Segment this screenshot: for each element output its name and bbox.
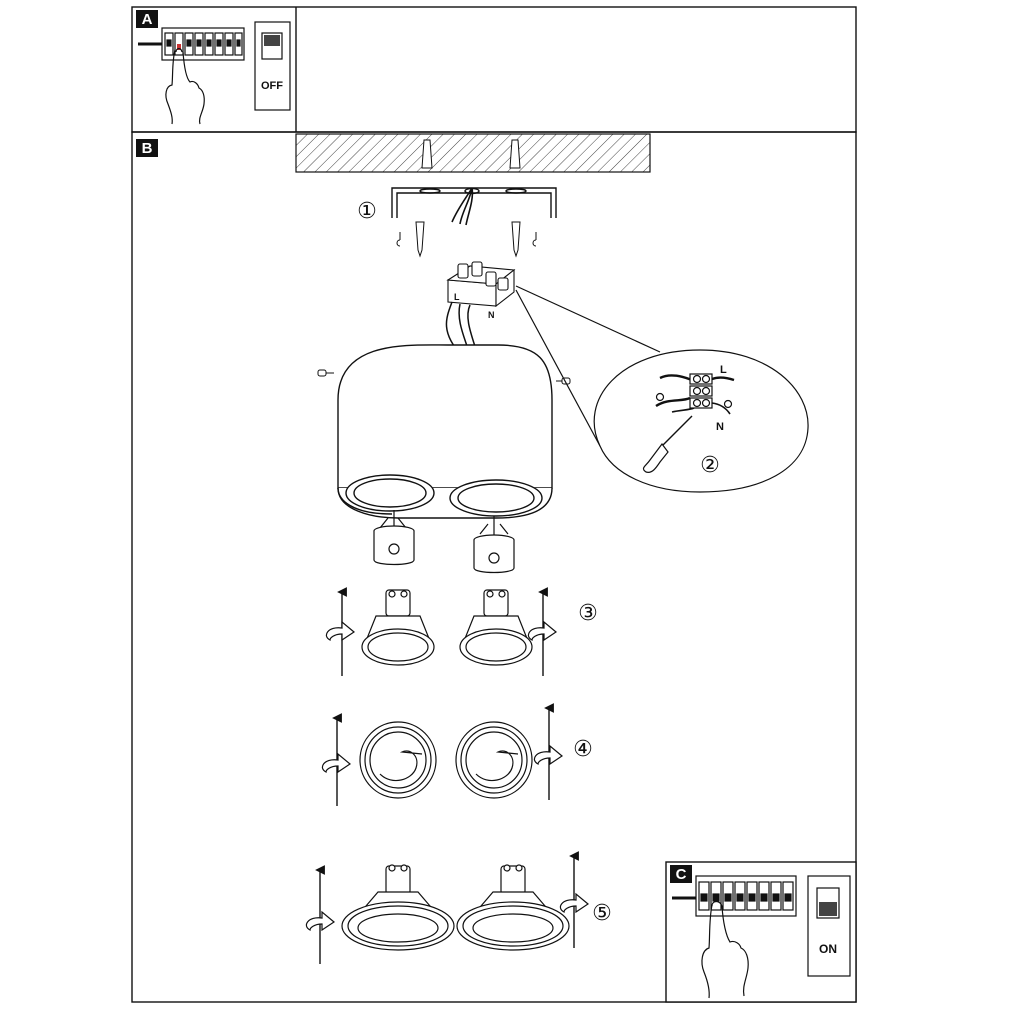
step-5-label: ⑤ [592, 901, 612, 926]
hand-icon [701, 900, 749, 999]
svg-text:L: L [454, 292, 460, 302]
luminaire-body [337, 344, 553, 519]
switch-off-icon: OFF [254, 21, 291, 111]
screw-icon [396, 221, 537, 258]
rotate-arrow-icon [321, 744, 564, 774]
rotate-arrow-icon [325, 620, 558, 642]
switch-on-icon: ON [807, 875, 851, 977]
svg-text:OFF: OFF [261, 80, 283, 92]
frame-section-b [131, 131, 857, 1003]
detail-neutral-label: N [716, 421, 724, 433]
section-a-badge: A [136, 10, 158, 28]
section-b-badge: B [136, 139, 158, 157]
step-2-label: ② [700, 453, 720, 478]
lamp-socket [373, 510, 515, 574]
wall-anchor-icon [421, 139, 521, 169]
svg-text:N: N [488, 310, 495, 320]
terminal-block: L N [446, 261, 516, 320]
hand-icon [165, 48, 205, 125]
supply-cable [451, 187, 474, 226]
step-4-label: ④ [573, 737, 593, 762]
detail-live-label: L [720, 364, 727, 376]
section-c-badge: C [670, 865, 692, 883]
breaker-panel-icon [672, 875, 797, 917]
retaining-ring-icon [359, 721, 533, 799]
wiring-detail-callout [515, 285, 809, 493]
step-3-label: ③ [578, 601, 598, 626]
frame-section-a [131, 6, 857, 133]
svg-text:C: C [676, 866, 687, 883]
step-1-label: ① [357, 199, 377, 224]
ceiling-hatch [295, 133, 651, 173]
svg-text:B: B [142, 140, 153, 157]
svg-text:A: A [142, 11, 153, 28]
cover-ring-icon [341, 864, 570, 951]
rotate-arrow-icon [305, 892, 590, 932]
gu10-bulb-icon [361, 589, 533, 666]
breaker-panel-icon [138, 27, 245, 61]
mounting-bracket [391, 187, 557, 218]
svg-text:ON: ON [819, 942, 837, 956]
